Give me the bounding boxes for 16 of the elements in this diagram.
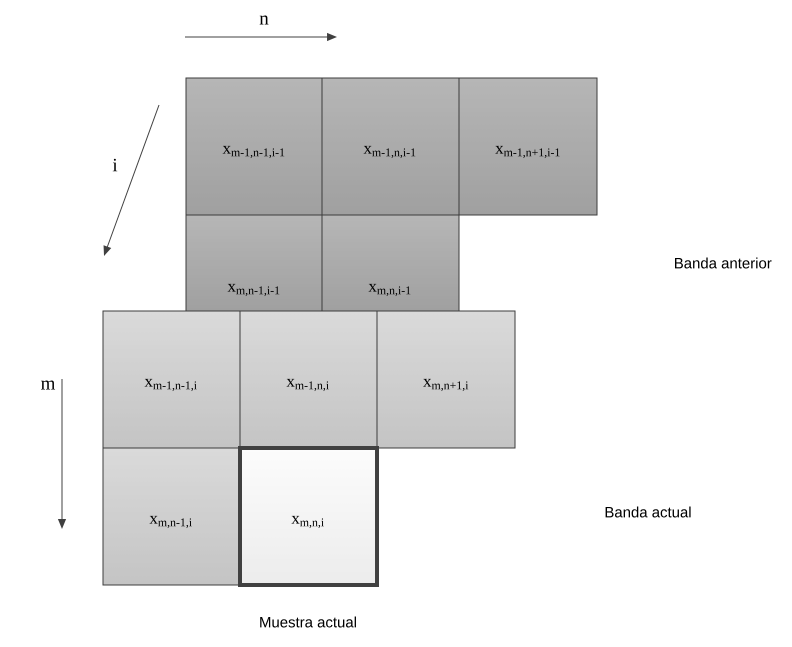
grid-cell: x$_{m,n,i-1}$	[322, 214, 460, 312]
grid-cell: x$_{m-1,n+1,i-1}$	[458, 78, 598, 216]
axis-label: i	[112, 158, 118, 172]
region-label: Muestra actual	[260, 616, 356, 628]
grid-cell: x$_{m-1,n,i-1}$	[322, 78, 460, 216]
grid-cell: x$_{m,n+1,i}$	[376, 310, 516, 448]
region-label: Banda actual	[606, 506, 691, 518]
grid-cell: x$_{m,n-1,i-1}$	[186, 214, 322, 312]
grid-cell: x$_{m,n-1,i}$	[102, 448, 240, 586]
axis-label: m	[41, 380, 56, 390]
axis-label: n	[260, 16, 268, 24]
grid-cell: x$_{m-1,n-1,i-1}$	[186, 78, 322, 216]
grid-cell: x$_{m-1,n,i}$	[240, 310, 378, 448]
grid-cell: x$_{m-1,n-1,i}$	[102, 310, 240, 448]
region-label: Banda anterior	[675, 258, 772, 268]
grid-cell: x$_{m,n,i}$	[238, 446, 379, 587]
